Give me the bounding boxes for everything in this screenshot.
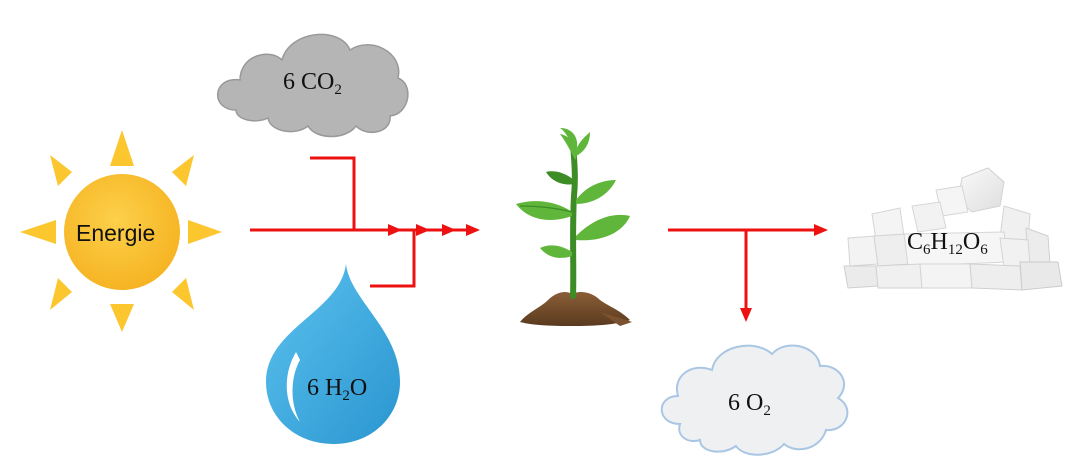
co2-cloud-icon bbox=[217, 33, 409, 138]
h2o-label-prefix: 6 H bbox=[307, 375, 343, 401]
reaction-arrows bbox=[250, 156, 828, 322]
glucose-o-subscript: 6 bbox=[980, 242, 988, 258]
sugar-cubes-icon bbox=[843, 167, 1063, 291]
glucose-label: C6H12O6 bbox=[907, 228, 988, 258]
co2-label-prefix: 6 CO bbox=[283, 69, 335, 95]
arrow-head-3 bbox=[442, 224, 456, 236]
o2-label-prefix: 6 O bbox=[728, 390, 764, 416]
h2o-label: 6 H2O bbox=[307, 374, 368, 404]
o2-label-subscript: 2 bbox=[763, 403, 771, 419]
plant-icon bbox=[516, 128, 632, 326]
o2-label: 6 O2 bbox=[728, 389, 771, 419]
water-drop-icon bbox=[266, 264, 400, 444]
co2-label: 6 CO2 bbox=[283, 68, 342, 98]
glucose-h-subscript: 12 bbox=[947, 242, 963, 258]
sun-icon bbox=[20, 130, 222, 332]
co2-label-subscript: 2 bbox=[334, 82, 342, 98]
arrow-head-4 bbox=[466, 224, 480, 236]
energy-label: Energie bbox=[76, 220, 156, 246]
o2-cloud-icon bbox=[660, 344, 849, 456]
h2o-label-subscript: 2 bbox=[342, 388, 350, 404]
glucose-c-subscript: 6 bbox=[923, 242, 931, 258]
arrow-head-o2 bbox=[740, 308, 752, 322]
glucose-h: H bbox=[930, 229, 948, 255]
h2o-label-suffix: O bbox=[349, 375, 368, 401]
sun-rays bbox=[20, 130, 222, 332]
glucose-o: O bbox=[962, 229, 981, 255]
co2-input-connector bbox=[310, 156, 356, 230]
sun-disc bbox=[64, 174, 180, 290]
h2o-input-connector bbox=[370, 230, 416, 288]
arrow-head-glucose bbox=[814, 224, 828, 236]
arrow-head-1 bbox=[388, 224, 402, 236]
glucose-c: C bbox=[907, 229, 924, 255]
arrow-head-2 bbox=[416, 224, 430, 236]
